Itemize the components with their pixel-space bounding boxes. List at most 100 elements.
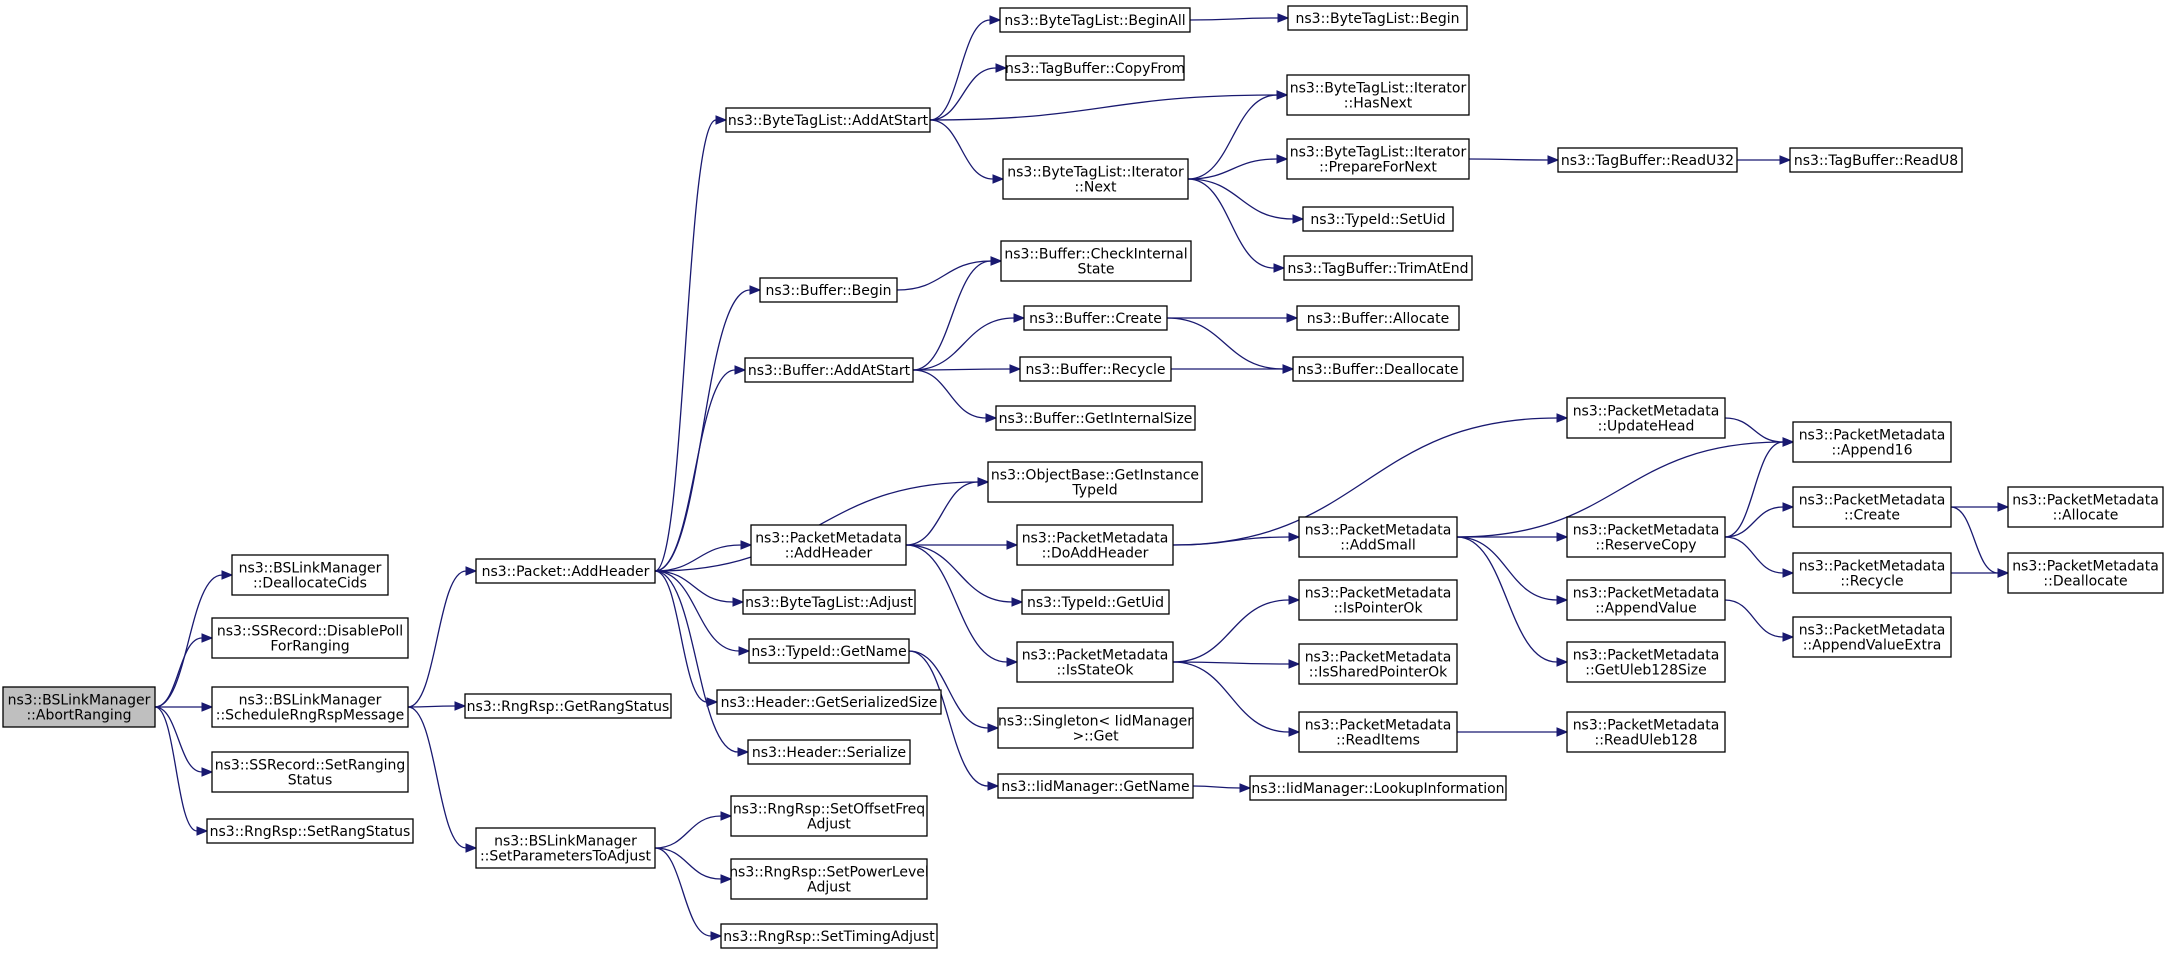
edge-arrowhead: [1782, 568, 1795, 578]
node-set-timing[interactable]: ns3::RngRsp::SetTimingAdjust: [720, 923, 938, 949]
node-hdr-serialize[interactable]: ns3::Header::Serialize: [747, 739, 911, 765]
edge-pm-add-header-to-pm-do-add-header: [905, 540, 1019, 550]
node-pm-read-items[interactable]: ns3::PacketMetadata::ReadItems: [1298, 711, 1458, 753]
node-buf-allocate[interactable]: ns3::Buffer::Allocate: [1296, 305, 1460, 331]
node-buffer-begin[interactable]: ns3::Buffer::Begin: [759, 277, 898, 303]
node-label: ns3::ByteTagList::Begin: [1296, 11, 1460, 27]
node-pm-reserve-copy[interactable]: ns3::PacketMetadata::ReserveCopy: [1566, 516, 1726, 558]
node-schedule-rngrsp[interactable]: ns3::BSLinkManager::ScheduleRngRspMessag…: [211, 686, 409, 728]
edge-arrowhead: [1997, 502, 2010, 512]
node-label: ns3::PacketMetadata: [1022, 648, 1169, 664]
node-typeid-getname[interactable]: ns3::TypeId::GetName: [748, 638, 910, 664]
node-label: ::GetUleb128Size: [1585, 663, 1706, 679]
node-buffer-add-at-start[interactable]: ns3::Buffer::AddAtStart: [744, 357, 914, 383]
node-buf-create[interactable]: ns3::Buffer::Create: [1023, 305, 1168, 331]
node-buf-recycle[interactable]: ns3::Buffer::Recycle: [1019, 356, 1172, 382]
node-pm-do-add-header[interactable]: ns3::PacketMetadata::DoAddHeader: [1016, 524, 1174, 566]
node-add-header[interactable]: ns3::Packet::AddHeader: [475, 558, 656, 584]
node-label: ns3::PacketMetadata: [2012, 493, 2159, 509]
node-set-params[interactable]: ns3::BSLinkManager::SetParametersToAdjus…: [475, 827, 656, 869]
node-get-rang-status[interactable]: ns3::RngRsp::GetRangStatus: [464, 693, 672, 719]
node-btl-adjust[interactable]: ns3::ByteTagList::Adjust: [742, 589, 916, 615]
edge-pm-create-to-pm-allocate: [1950, 502, 2010, 512]
node-pm-read-uleb[interactable]: ns3::PacketMetadata::ReadUleb128: [1566, 711, 1726, 753]
node-pm-get-uleb-size[interactable]: ns3::PacketMetadata::GetUleb128Size: [1566, 641, 1726, 683]
edge-pm-is-state-ok-to-pm-is-pointer-ok: [1172, 595, 1301, 663]
edge-line: [929, 19, 991, 121]
node-label: TypeId: [1071, 483, 1117, 499]
node-label: ns3::ByteTagList::Iterator: [1007, 165, 1184, 181]
node-pm-add-small[interactable]: ns3::PacketMetadata::AddSmall: [1298, 516, 1458, 558]
node-btl-it-next[interactable]: ns3::ByteTagList::Iterator::Next: [1002, 158, 1189, 200]
node-pm-allocate[interactable]: ns3::PacketMetadata::Allocate: [2007, 486, 2164, 528]
node-box: [1002, 158, 1189, 200]
node-buf-deallocate[interactable]: ns3::Buffer::Deallocate: [1292, 356, 1464, 382]
edge-line: [1724, 506, 1784, 538]
node-btl-begin[interactable]: ns3::ByteTagList::Begin: [1287, 5, 1468, 31]
node-label: ns3::BSLinkManager: [494, 834, 637, 850]
node-tb-read-u8[interactable]: ns3::TagBuffer::ReadU8: [1789, 147, 1963, 173]
node-pm-append16[interactable]: ns3::PacketMetadata::Append16: [1792, 421, 1952, 463]
node-iid-lookup[interactable]: ns3::IidManager::LookupInformation: [1249, 775, 1507, 801]
edge-line: [654, 119, 717, 572]
edge-buffer-add-at-start-to-buf-get-internal-size: [912, 369, 998, 423]
node-singleton-get[interactable]: ns3::Singleton< IidManager>::Get: [997, 707, 1194, 749]
node-root[interactable]: ns3::BSLinkManager::AbortRanging: [2, 686, 156, 728]
node-pm-deallocate[interactable]: ns3::PacketMetadata::Deallocate: [2007, 552, 2164, 594]
node-tb-trim-at-end[interactable]: ns3::TagBuffer::TrimAtEnd: [1283, 255, 1473, 281]
node-btl-it-prepare[interactable]: ns3::ByteTagList::Iterator::PrepareForNe…: [1286, 138, 1470, 180]
node-btl-it-hasnext[interactable]: ns3::ByteTagList::Iterator::HasNext: [1286, 74, 1470, 116]
node-label: ns3::Buffer::Deallocate: [1298, 362, 1459, 378]
edge-arrowhead: [465, 566, 478, 576]
node-btl-add-at-start[interactable]: ns3::ByteTagList::AddAtStart: [725, 107, 931, 133]
node-dealloc-cids[interactable]: ns3::BSLinkManager::DeallocateCids: [231, 554, 389, 596]
node-btl-begin-all[interactable]: ns3::ByteTagList::BeginAll: [999, 7, 1191, 33]
edge-line: [1192, 785, 1241, 789]
edge-arrowhead: [1997, 568, 2010, 578]
node-pm-recycle[interactable]: ns3::PacketMetadata::Recycle: [1792, 552, 1952, 594]
edge-line: [154, 706, 203, 773]
edge-line: [1724, 536, 1784, 574]
node-buf-get-internal-size[interactable]: ns3::Buffer::GetInternalSize: [995, 405, 1196, 431]
node-label: ::DoAddHeader: [1042, 546, 1149, 562]
edge-arrowhead: [749, 285, 762, 295]
node-pm-append-value[interactable]: ns3::PacketMetadata::AppendValue: [1566, 579, 1726, 621]
node-iid-getname[interactable]: ns3::IidManager::GetName: [997, 773, 1194, 799]
node-label: ns3::RngRsp::SetPowerLevel: [729, 865, 929, 881]
edge-arrowhead: [734, 365, 747, 375]
node-label: ns3::Buffer::Recycle: [1025, 362, 1165, 378]
node-pm-append-value-extra[interactable]: ns3::PacketMetadata::AppendValueExtra: [1792, 616, 1952, 658]
edge-arrowhead: [720, 811, 733, 821]
edge-arrowhead: [1556, 595, 1569, 605]
node-pm-is-pointer-ok[interactable]: ns3::PacketMetadata::IsPointerOk: [1298, 579, 1458, 621]
node-pm-add-header[interactable]: ns3::PacketMetadata::AddHeader: [750, 524, 907, 566]
node-tb-read-u32[interactable]: ns3::TagBuffer::ReadU32: [1557, 147, 1738, 173]
node-typeid-getuid[interactable]: ns3::TypeId::GetUid: [1021, 589, 1170, 615]
edge-line: [908, 650, 989, 787]
node-tb-copy-from[interactable]: ns3::TagBuffer::CopyFrom: [1005, 55, 1185, 81]
node-typeid-setuid[interactable]: ns3::TypeId::SetUid: [1302, 206, 1454, 232]
node-label: ns3::SSRecord::DisablePoll: [217, 624, 403, 640]
edge-add-header-to-typeid-getname: [654, 570, 751, 656]
edge-arrowhead: [465, 843, 478, 853]
edge-line: [654, 544, 742, 572]
node-box: [997, 707, 1194, 749]
node-box: [1298, 516, 1458, 558]
edge-arrowhead: [1282, 364, 1295, 374]
node-label: ns3::ByteTagList::AddAtStart: [728, 113, 929, 129]
node-hdr-get-ser-size[interactable]: ns3::Header::GetSerializedSize: [716, 689, 942, 715]
node-pm-update-head[interactable]: ns3::PacketMetadata::UpdateHead: [1566, 397, 1726, 439]
node-pm-is-state-ok[interactable]: ns3::PacketMetadata::IsStateOk: [1016, 641, 1174, 683]
edge-arrowhead: [985, 413, 998, 423]
node-pm-create[interactable]: ns3::PacketMetadata::Create: [1792, 486, 1952, 528]
node-pm-is-shared-ptr-ok[interactable]: ns3::PacketMetadata::IsSharedPointerOk: [1298, 643, 1458, 685]
node-set-rang-status[interactable]: ns3::RngRsp::SetRangStatus: [206, 818, 414, 844]
node-label: ns3::TagBuffer::ReadU8: [1794, 153, 1958, 169]
node-label: ::AddHeader: [785, 546, 873, 562]
